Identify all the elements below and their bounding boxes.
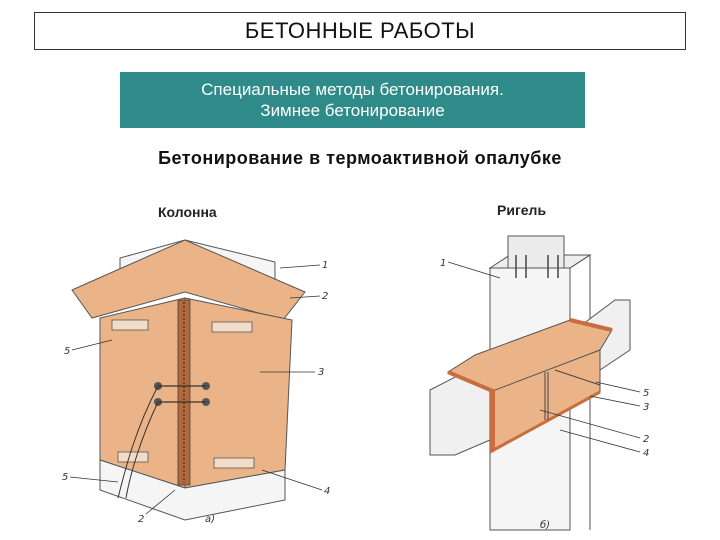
page-title: БЕТОННЫЕ РАБОТЫ xyxy=(244,18,476,43)
callout-3: 3 xyxy=(318,367,324,378)
beam-callout-3: 3 xyxy=(643,402,649,413)
callout-2: 2 xyxy=(322,291,328,302)
column-shaft-bottom xyxy=(99,459,286,521)
beam-callout-5: 5 xyxy=(643,388,649,399)
callout-4: 4 xyxy=(324,486,330,497)
column-label: Колонна xyxy=(158,204,217,220)
column-drawing: 1 2 3 4 5 5 2 а) xyxy=(62,239,330,525)
beam-callout-2: 2 xyxy=(643,434,649,445)
callout-5b: 5 xyxy=(62,472,68,483)
banner-line-1: Специальные методы бетонирования. xyxy=(201,80,504,99)
caption-b: б) xyxy=(540,519,550,531)
caption-a: а) xyxy=(205,514,215,525)
title-box: БЕТОННЫЕ РАБОТЫ xyxy=(34,12,686,50)
diagram-subtitle: Бетонирование в термоактивной опалубке xyxy=(158,148,562,168)
callout-5a: 5 xyxy=(64,346,70,357)
beam-drawing: 1 5 3 2 4 б) xyxy=(429,235,649,531)
banner-line-2: Зимнее бетонирование xyxy=(260,101,445,120)
callout-2b: 2 xyxy=(138,514,144,525)
callout-1: 1 xyxy=(322,260,328,271)
section-banner: Специальные методы бетонирования. Зимнее… xyxy=(120,72,585,128)
beam-callout-1: 1 xyxy=(440,258,446,269)
column-corner-strip xyxy=(177,299,191,486)
beam-label: Ригель xyxy=(497,202,547,218)
beam-callout-4: 4 xyxy=(643,448,649,459)
